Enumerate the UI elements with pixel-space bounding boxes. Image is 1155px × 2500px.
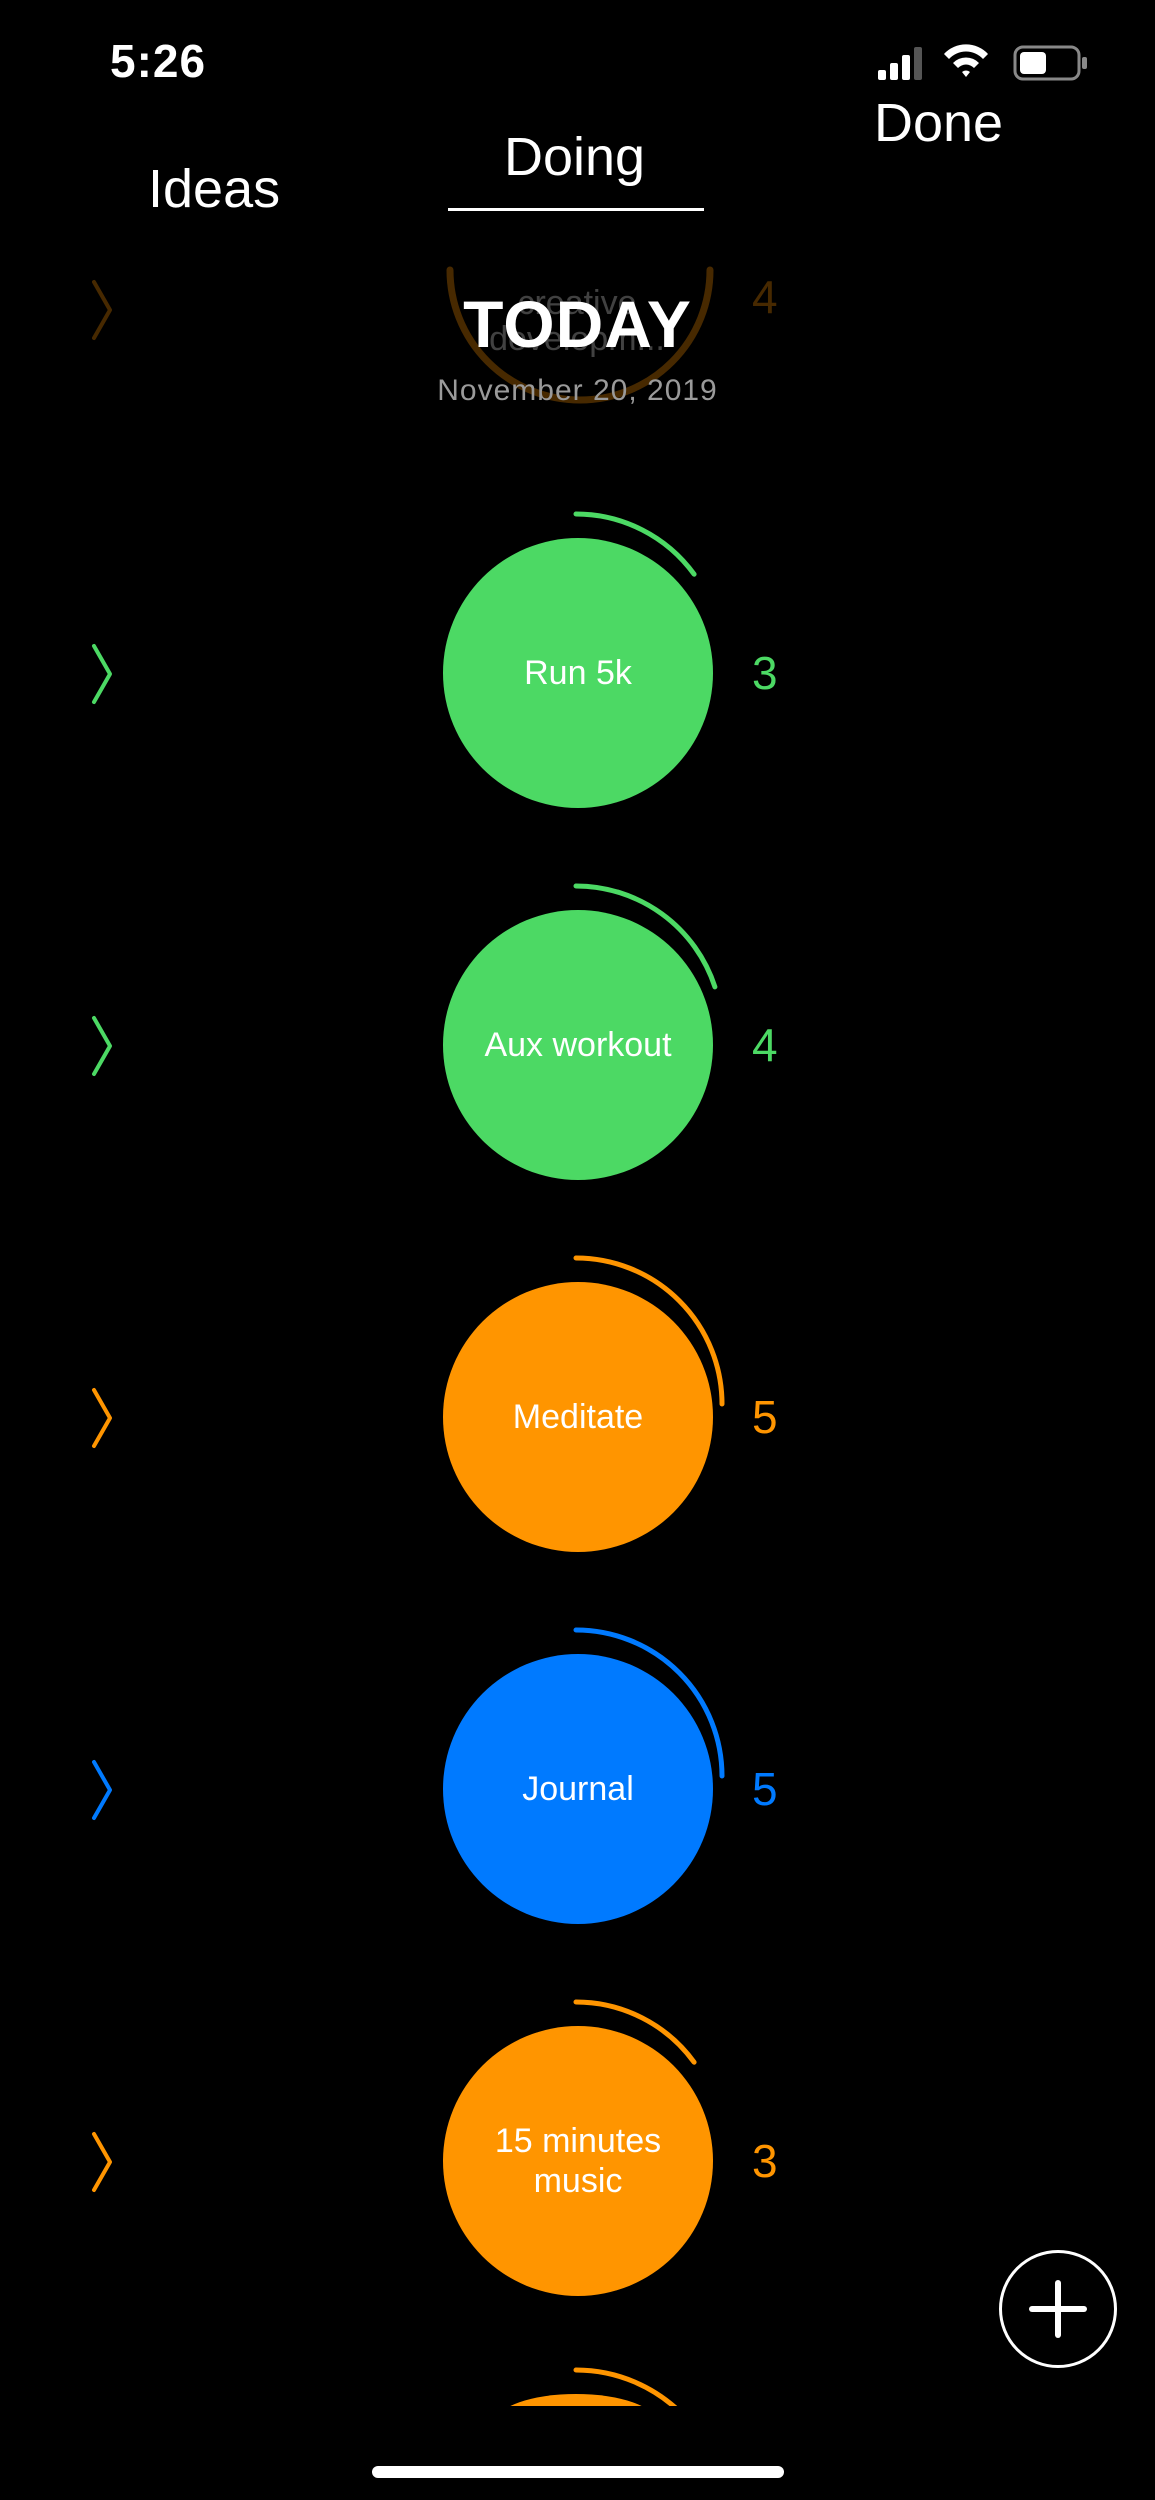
add-habit-button[interactable] xyxy=(999,2250,1117,2368)
page-date: November 20, 2019 xyxy=(437,374,718,407)
chevron-right-icon[interactable] xyxy=(88,2130,118,2194)
habit-progress-ring xyxy=(573,511,697,577)
habit-circle-button[interactable]: Meditate xyxy=(443,1282,713,1552)
faded-habit-label: creative developm... xyxy=(489,284,665,358)
habit-circle-button[interactable]: Run 5k xyxy=(443,538,713,808)
habit-row[interactable]: Journal 5 xyxy=(0,1616,1155,1936)
tab-doing-indicator xyxy=(448,208,704,211)
habit-progress-ring xyxy=(573,1255,725,1407)
habit-count: 4 xyxy=(752,1019,778,1071)
page-title: TODAY xyxy=(463,287,692,361)
habit-label: Run 5k xyxy=(524,654,632,692)
chevron-right-icon xyxy=(92,280,112,340)
plus-icon xyxy=(1029,2280,1087,2338)
habit-label: Aux workout xyxy=(484,1026,672,1064)
habit-label: 15 minutes music xyxy=(494,2122,662,2200)
habit-count: 3 xyxy=(752,2135,778,2187)
faded-habit-ring xyxy=(446,266,714,404)
faded-habit-count: 4 xyxy=(752,271,778,323)
habit-row[interactable]: Meditate 5 xyxy=(0,1244,1155,1564)
habit-circle-button[interactable]: 15 minutes music xyxy=(443,2026,713,2296)
habit-count: 5 xyxy=(752,1763,778,1815)
status-time: 5:26 xyxy=(110,35,207,87)
habit-row[interactable]: Aux workout 4 xyxy=(0,872,1155,1192)
faded-habit-row: creative developm... 4 xyxy=(0,266,1155,450)
habit-row[interactable]: 15 minutes music 3 xyxy=(0,1988,1155,2308)
habit-label: Meditate xyxy=(512,1398,644,1436)
partial-habit-row xyxy=(510,2367,678,2406)
wifi-icon xyxy=(944,44,988,77)
habit-progress-ring xyxy=(573,883,718,990)
chevron-right-icon[interactable] xyxy=(88,1386,118,1450)
habit-circle-button[interactable]: Aux workout xyxy=(443,910,713,1180)
status-icons xyxy=(878,44,1087,81)
habit-count: 5 xyxy=(752,1391,778,1443)
tab-ideas[interactable]: Ideas xyxy=(148,159,281,219)
habit-progress-ring xyxy=(573,1999,697,2065)
chevron-right-icon[interactable] xyxy=(88,1758,118,1822)
habit-count: 3 xyxy=(752,647,778,699)
habit-circle-button[interactable]: Journal xyxy=(443,1654,713,1924)
tab-doing[interactable]: Doing xyxy=(504,127,646,187)
home-indicator xyxy=(372,2466,784,2478)
cellular-signal-icon xyxy=(878,47,922,80)
tab-done[interactable]: Done xyxy=(874,93,1004,153)
chevron-right-icon[interactable] xyxy=(88,642,118,706)
habit-progress-ring xyxy=(573,1627,725,1779)
habit-label: Journal xyxy=(522,1770,634,1808)
habit-row[interactable]: Run 5k 3 xyxy=(0,500,1155,820)
battery-icon xyxy=(1013,45,1087,81)
chevron-right-icon[interactable] xyxy=(88,1014,118,1078)
